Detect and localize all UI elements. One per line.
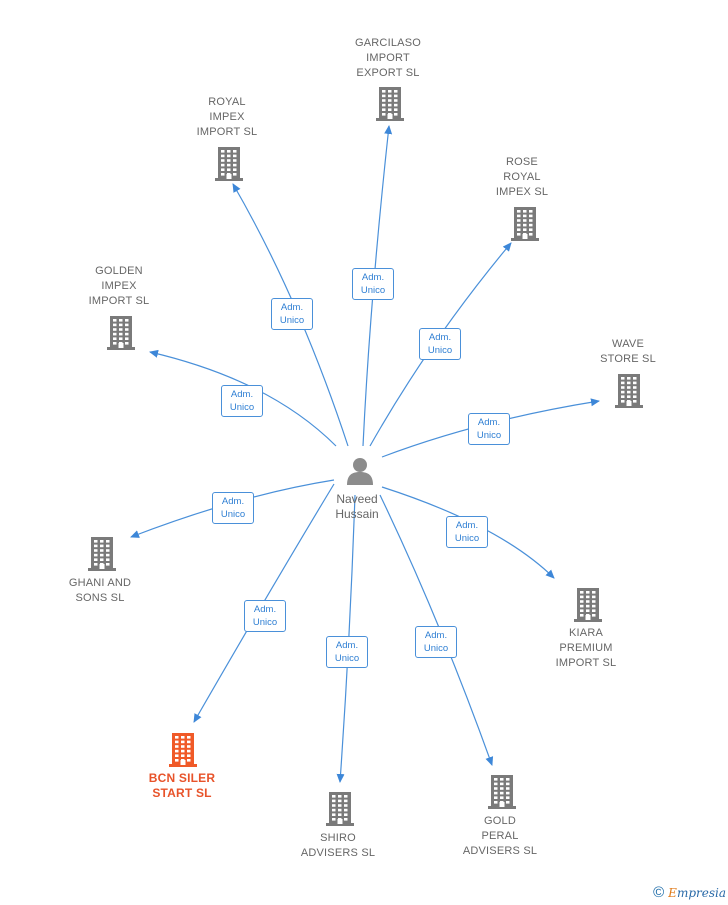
edge-bcn <box>193 483 335 723</box>
building-icon[interactable] <box>88 535 116 576</box>
building-icon[interactable] <box>215 145 243 186</box>
company-name-ghani[interactable]: GHANI AND SONS SL <box>68 577 132 604</box>
building-icon[interactable] <box>615 372 643 413</box>
edge-label-shiro[interactable]: Adm. Unico <box>326 636 368 668</box>
brand-logo-text: mpresia <box>676 886 726 900</box>
edge-label-royal[interactable]: Adm. Unico <box>271 298 313 330</box>
edge-label-ghani[interactable]: Adm. Unico <box>212 492 254 524</box>
building-icon[interactable] <box>107 314 135 355</box>
company-name-bcn[interactable]: BCN SILER START SL <box>148 771 216 800</box>
building-icon[interactable] <box>376 85 404 126</box>
company-name-rose[interactable]: ROSE ROYAL IMPEX SL <box>495 156 549 198</box>
building-icon[interactable] <box>326 790 354 831</box>
company-name-garcilaso[interactable]: GARCILASO IMPORT EXPORT SL <box>355 37 421 79</box>
edge-label-wave[interactable]: Adm. Unico <box>468 413 510 445</box>
edge-label-golden[interactable]: Adm. Unico <box>221 385 263 417</box>
edge-label-gold[interactable]: Adm. Unico <box>415 626 457 658</box>
brand-logo-initial: E <box>668 886 677 900</box>
company-name-gold[interactable]: GOLD PERAL ADVISERS SL <box>462 815 538 857</box>
edge-label-kiara[interactable]: Adm. Unico <box>446 516 488 548</box>
company-name-golden[interactable]: GOLDEN IMPEX IMPORT SL <box>88 265 150 307</box>
company-name-wave[interactable]: WAVE STORE SL <box>600 338 656 365</box>
edge-label-rose[interactable]: Adm. Unico <box>419 328 461 360</box>
building-icon[interactable] <box>574 586 602 627</box>
edge-label-bcn[interactable]: Adm. Unico <box>244 600 286 632</box>
edge-gold <box>379 494 494 766</box>
person-icon[interactable] <box>346 456 374 491</box>
building-icon[interactable] <box>488 773 516 814</box>
person-name[interactable]: Naveed Hussain <box>335 492 379 521</box>
edge-label-garcilaso[interactable]: Adm. Unico <box>352 268 394 300</box>
building-icon[interactable] <box>511 205 539 246</box>
building-icon[interactable] <box>169 731 197 772</box>
company-name-shiro[interactable]: SHIRO ADVISERS SL <box>300 832 376 859</box>
copyright-footer[interactable]: ©Empresia <box>653 884 726 901</box>
copyright-icon: © <box>653 884 665 901</box>
company-name-kiara[interactable]: KIARA PREMIUM IMPORT SL <box>555 627 617 669</box>
company-name-royal[interactable]: ROYAL IMPEX IMPORT SL <box>196 96 258 138</box>
